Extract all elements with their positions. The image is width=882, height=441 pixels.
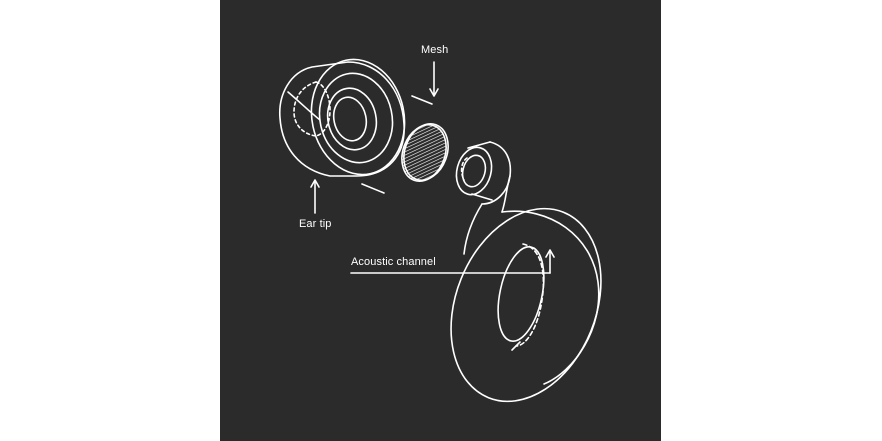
acoustic-channel-callout [350, 249, 555, 274]
mesh-callout [411, 61, 439, 105]
acoustic-channel-label: Acoustic channel [351, 256, 436, 268]
ear-tip-part [279, 58, 406, 177]
mesh-part [401, 123, 449, 182]
ear-tip-callout [310, 179, 385, 214]
exploded-earbud-diagram [279, 58, 602, 403]
earbud-body-part [450, 141, 602, 403]
diagram-canvas: Mesh Ear tip Acoustic channel [220, 0, 661, 441]
nozzle-part [455, 141, 493, 201]
mesh-label: Mesh [421, 44, 449, 56]
ear-tip-label: Ear tip [299, 218, 332, 230]
